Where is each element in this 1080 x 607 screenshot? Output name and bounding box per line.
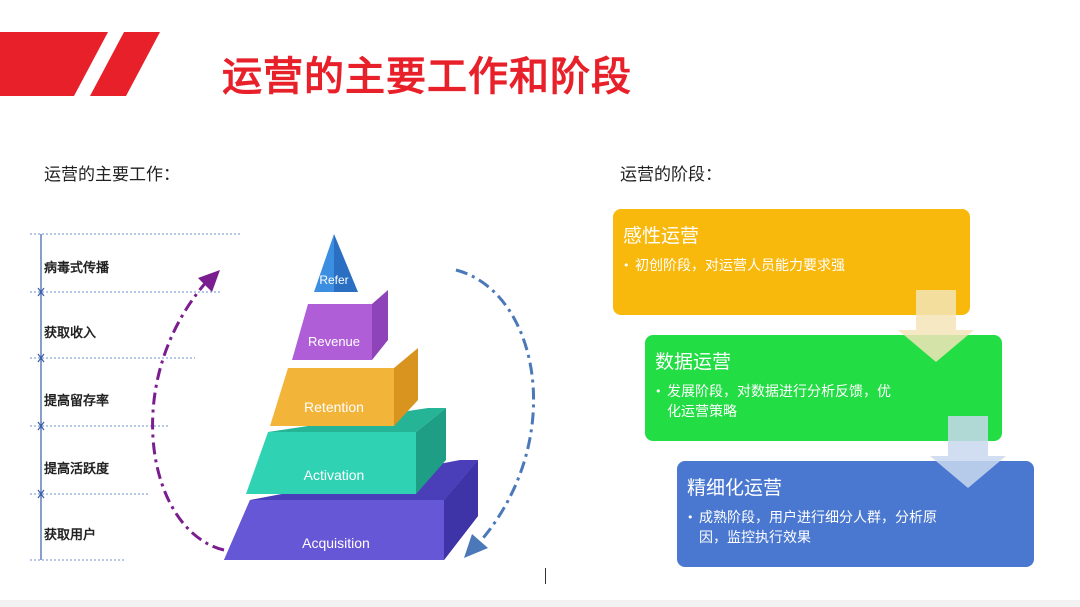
stage-box-data: 数据运营 发展阶段，对数据进行分析反馈，优化运营策略 bbox=[645, 335, 1002, 441]
level-label-revenue: 获取收入 bbox=[44, 326, 97, 341]
pyramid-layer-revenue: Revenue bbox=[292, 290, 388, 360]
level-ruler bbox=[30, 233, 240, 561]
level-label-refer: 病毒式传播 bbox=[44, 261, 110, 276]
stage-title: 精细化运营 bbox=[687, 477, 783, 499]
level-label-activation: 提高活跃度 bbox=[44, 462, 110, 477]
purple-cycle-arrow-icon bbox=[151, 270, 225, 552]
aarrr-pyramid: Acquisition Activation Retention Revenue… bbox=[224, 234, 478, 560]
blue-cycle-arrow-icon bbox=[455, 268, 535, 558]
pyramid-label-retention: Retention bbox=[304, 399, 364, 415]
red-banner-stripes bbox=[0, 32, 160, 96]
text-cursor-mark bbox=[545, 568, 546, 584]
slide-title: 运营的主要工作和阶段 bbox=[222, 54, 632, 100]
left-heading: 运营的主要工作： bbox=[44, 165, 180, 185]
level-label-retention: 提高留存率 bbox=[44, 394, 110, 409]
bottom-bar bbox=[0, 600, 1080, 607]
stage-box-emotional: 感性运营 初创阶段，对运营人员能力要求强 bbox=[613, 209, 970, 315]
down-arrow-icon bbox=[930, 416, 1006, 488]
right-heading: 运营的阶段： bbox=[620, 165, 722, 185]
pyramid-layer-retention: Retention bbox=[270, 348, 418, 426]
stage-desc: 成熟阶段，用户进行细分人群，分析原因，监控执行效果 bbox=[687, 508, 939, 548]
pyramid-layer-acquisition: Acquisition bbox=[224, 460, 478, 560]
pyramid-label-activation: Activation bbox=[304, 467, 365, 483]
stage-title: 感性运营 bbox=[623, 225, 700, 247]
level-label-acquisition: 获取用户 bbox=[44, 528, 97, 543]
pyramid-label-acquisition: Acquisition bbox=[302, 535, 370, 551]
down-arrow-icon bbox=[898, 290, 974, 362]
stage-desc: 初创阶段，对运营人员能力要求强 bbox=[623, 256, 865, 276]
pyramid-layer-refer: Refer bbox=[314, 234, 358, 292]
stage-title: 数据运营 bbox=[655, 351, 732, 373]
stage-desc: 发展阶段，对数据进行分析反馈，优化运营策略 bbox=[655, 382, 899, 422]
pyramid-label-refer: Refer bbox=[319, 273, 348, 287]
pyramid-label-revenue: Revenue bbox=[308, 334, 360, 349]
